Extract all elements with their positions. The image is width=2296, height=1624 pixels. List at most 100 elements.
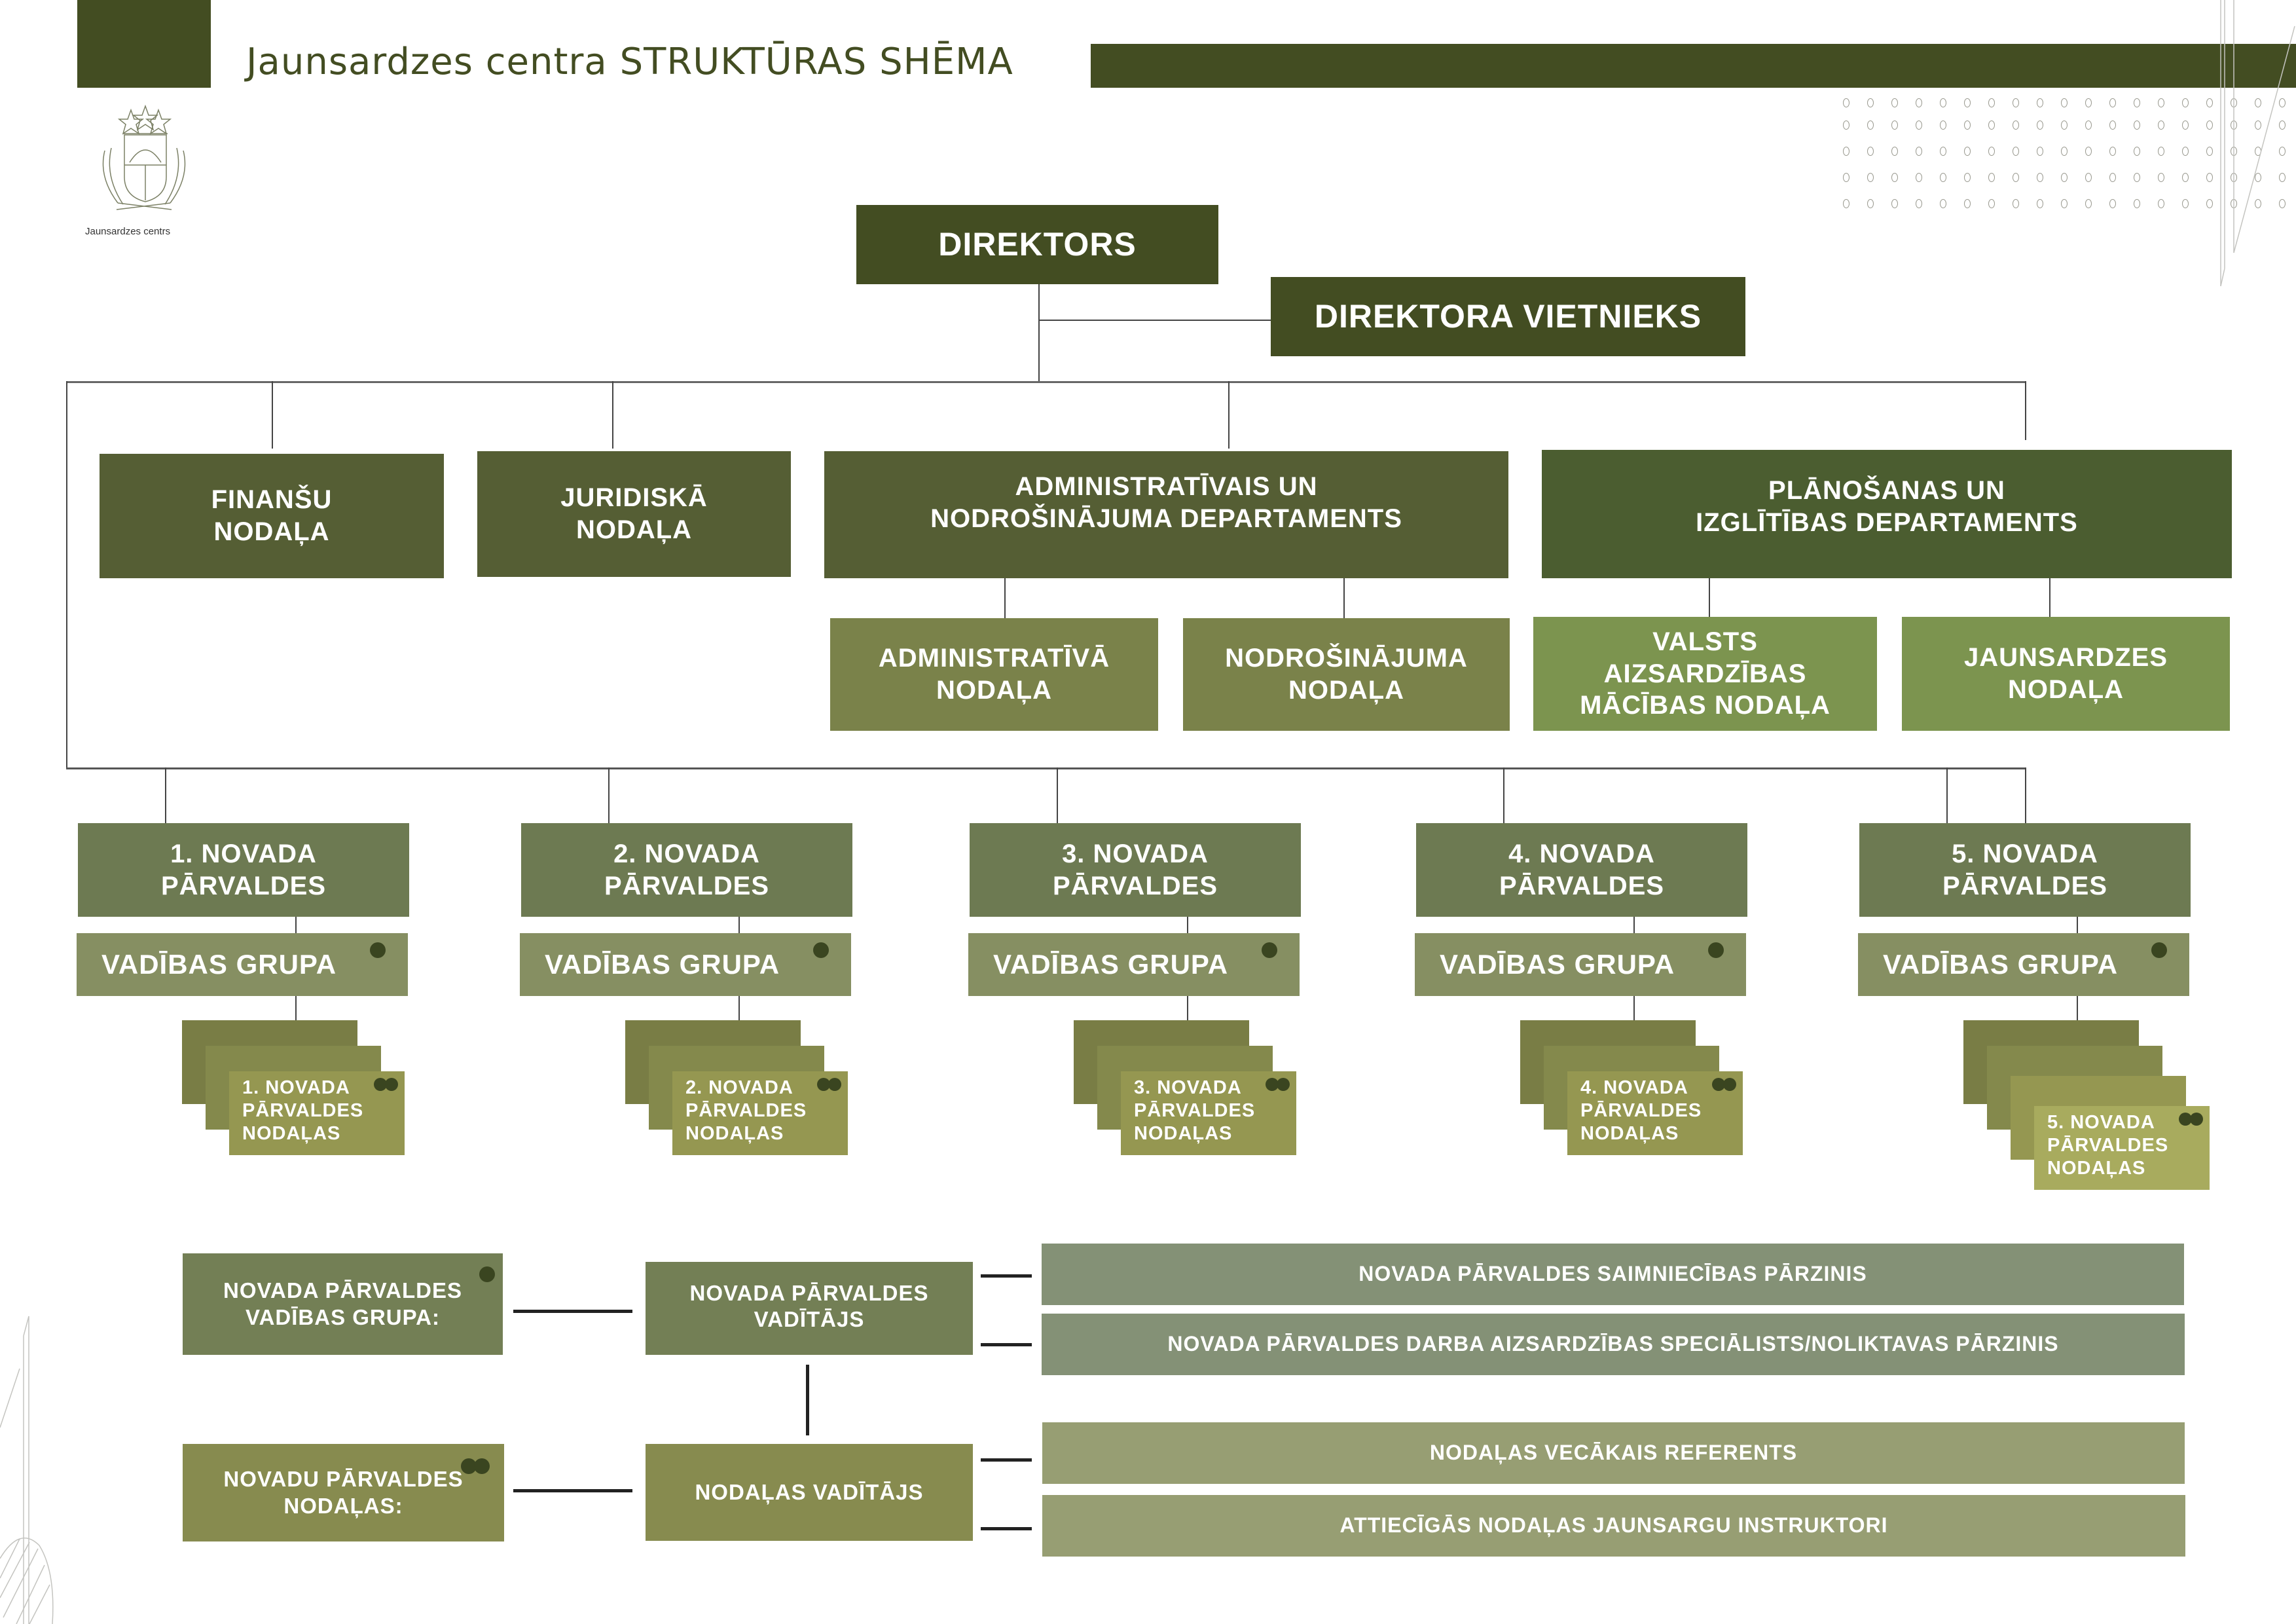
decorative-dot xyxy=(2109,198,2116,208)
decorative-dot xyxy=(2206,198,2213,208)
decorative-dot xyxy=(2182,146,2189,156)
decorative-dot xyxy=(1843,120,1850,130)
connector-line xyxy=(1343,578,1345,618)
box-label: PĀRVALDES xyxy=(1580,1099,1702,1121)
box-label: NODAĻAS xyxy=(1580,1122,1679,1144)
management-group-box[interactable]: VADĪBAS GRUPA xyxy=(77,933,408,996)
box-label: PĀRVALDES xyxy=(242,1099,364,1121)
management-group-box[interactable]: VADĪBAS GRUPA xyxy=(1415,933,1746,996)
double-dot-marker-icon xyxy=(2179,1113,2192,1126)
decorative-dot xyxy=(1988,172,1995,182)
connector-line xyxy=(2077,996,2078,1021)
deputy-director-label: DIREKTORA VIETNIEKS xyxy=(1314,298,1702,335)
header-bar xyxy=(1091,44,2296,88)
decorative-dot xyxy=(1964,120,1971,130)
single-dot-marker-icon xyxy=(1708,942,1724,958)
box-label: IZGLĪTĪBAS DEPARTAMENTS xyxy=(1696,507,2078,537)
box-label: NODAĻAS xyxy=(1134,1122,1233,1144)
deputy-director-box[interactable]: DIREKTORA VIETNIEKS xyxy=(1271,277,1745,356)
logo-caption: Jaunsardzes centrs xyxy=(85,226,171,237)
decorative-dot xyxy=(1988,120,1995,130)
connector-line xyxy=(2049,578,2050,617)
decorative-dot xyxy=(2134,198,2140,208)
box-label: 3. NOVADA xyxy=(1134,1077,1242,1098)
box-label: VADĪBAS GRUPA xyxy=(1440,949,1675,980)
director-label: DIREKTORS xyxy=(938,226,1137,263)
decorative-dot xyxy=(1843,98,1850,107)
logo: Jaunsardzes centrs xyxy=(85,104,203,242)
decorative-dot xyxy=(1891,98,1898,107)
connector-line xyxy=(1709,578,1710,617)
management-group-box[interactable]: VADĪBAS GRUPA xyxy=(968,933,1300,996)
role-box: NODAĻAS VECĀKAIS REFERENTS xyxy=(1042,1422,2185,1484)
connector-line xyxy=(1946,767,1948,824)
box-label: 5. NOVADA xyxy=(2047,1112,2155,1133)
decorative-dot xyxy=(2061,198,2068,208)
box-label: FINANŠU xyxy=(211,485,333,515)
decorative-dot xyxy=(2279,120,2286,130)
decorative-dot xyxy=(1891,198,1898,208)
decorative-dot xyxy=(2279,146,2286,156)
box-label: NOVADU PĀRVALDES xyxy=(223,1467,464,1492)
role-box: ATTIECĪGĀS NODAĻAS JAUNSARGU INSTRUKTORI xyxy=(1042,1495,2185,1557)
title-prefix: Jaunsardzes centra xyxy=(246,41,620,83)
decorative-dot xyxy=(2158,172,2164,182)
decorative-dot xyxy=(2037,172,2043,182)
connector-line xyxy=(1633,996,1635,1021)
box-label: PĀRVALDES xyxy=(1052,871,1218,900)
box-label: NODAĻA xyxy=(1288,676,1405,705)
decorative-dot xyxy=(2013,120,2019,130)
legend-connector xyxy=(513,1489,632,1492)
connector-line xyxy=(1038,284,1040,381)
connector-line xyxy=(2025,381,2026,440)
decorative-dot xyxy=(1891,146,1898,156)
decorative-dot xyxy=(2013,198,2019,208)
decorative-dot xyxy=(2158,120,2164,130)
header-accent-block xyxy=(77,0,211,88)
box-label: PĀRVALDES xyxy=(685,1099,807,1121)
connector-line xyxy=(1503,767,1504,824)
director-box[interactable]: DIREKTORS xyxy=(856,205,1218,284)
box-label: 3. NOVADA xyxy=(1062,839,1209,868)
management-group-box[interactable]: VADĪBAS GRUPA xyxy=(1858,933,2189,996)
connector-line xyxy=(1187,917,1188,934)
decorative-lines-top xyxy=(2220,0,2295,287)
box-label: MĀCĪBAS NODAĻA xyxy=(1580,691,1831,720)
decorative-dot xyxy=(2255,172,2261,182)
single-dot-marker-icon xyxy=(813,942,829,958)
box-label: PĀRVALDES xyxy=(1134,1099,1256,1121)
box-label: PĀRVALDES xyxy=(2047,1134,2169,1156)
box-label: VALSTS xyxy=(1652,627,1758,656)
legend-connector xyxy=(981,1343,1032,1346)
decorative-dot xyxy=(1867,198,1874,208)
connector-line xyxy=(1187,996,1188,1021)
decorative-dot xyxy=(2085,120,2092,130)
box-label: NODAĻAS xyxy=(242,1122,341,1144)
single-dot-marker-icon xyxy=(370,942,386,958)
decorative-dot xyxy=(1916,172,1922,182)
role-label: ATTIECĪGĀS NODAĻAS JAUNSARGU INSTRUKTORI xyxy=(1339,1513,1888,1538)
regional-administration-box[interactable]: 3. NOVADA PĀRVALDES xyxy=(970,823,1301,917)
decorative-dot xyxy=(1916,198,1922,208)
connector-line xyxy=(612,381,613,449)
management-group-box[interactable]: VADĪBAS GRUPA xyxy=(520,933,851,996)
